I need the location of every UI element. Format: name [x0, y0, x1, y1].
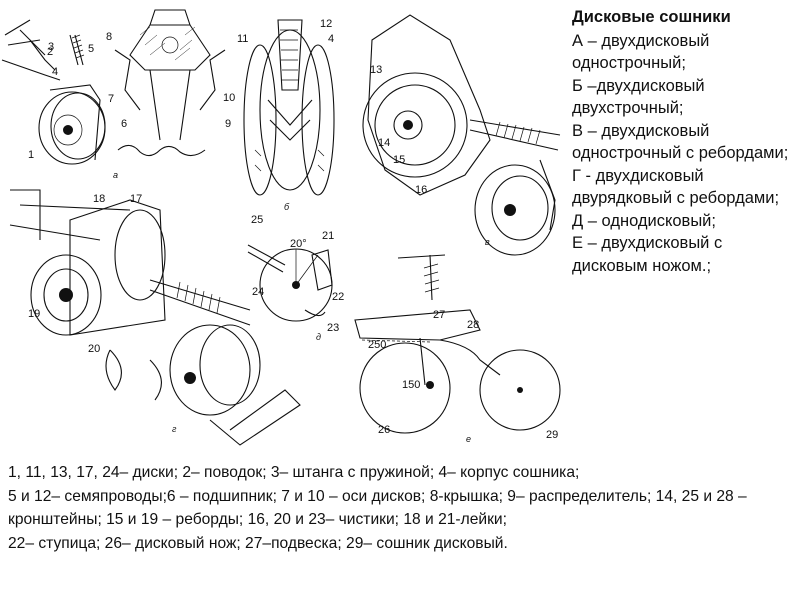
panel-letter-e: е	[466, 434, 471, 444]
disc-openers-figure: 2 3 5 4 1 а 8 7 6 11 12 4 10 9 б	[1, 9, 561, 446]
part-label-2: 2	[47, 46, 53, 58]
opener-types-legend: Дисковые сошники А – двухдисковый одност…	[572, 6, 794, 277]
part-label-27: 27	[433, 309, 445, 321]
panel-a-section	[114, 9, 226, 157]
dimension-150: 150	[402, 379, 420, 391]
part-label-4: 4	[52, 66, 58, 78]
drawings-svg: 2 3 5 4 1 а 8 7 6 11 12 4 10 9 б	[1, 9, 561, 446]
part-label-18: 18	[93, 193, 105, 205]
part-label-5: 5	[88, 43, 94, 55]
dimension-250: 250	[368, 339, 386, 351]
part-label-21: 21	[322, 230, 334, 242]
legend-item-g: Г - двухдисковый двурядковый с ребордами…	[572, 166, 780, 208]
part-label-19: 19	[28, 308, 40, 320]
panel-b-drawing	[243, 19, 335, 196]
dimension-angle: 20°	[290, 238, 307, 250]
legend-item-e: Е – двухдисковый с дисковым ножом.;	[572, 234, 723, 275]
part-label-6: 6	[121, 118, 127, 130]
legend-title: Дисковые сошники	[572, 8, 731, 26]
part-label-16: 16	[415, 184, 427, 196]
part-label-4b: 4	[328, 33, 334, 45]
part-label-15: 15	[393, 154, 405, 166]
part-label-14: 14	[378, 137, 390, 149]
panel-letter-d: д	[316, 332, 321, 342]
part-label-24: 24	[252, 286, 264, 298]
part-label-20: 20	[88, 343, 100, 355]
panel-g-drawing	[9, 189, 301, 446]
part-label-13: 13	[370, 64, 382, 76]
legend-item-b: Б –двухдисковый двухстрочный;	[572, 76, 705, 118]
part-label-1: 1	[28, 149, 34, 161]
part-label-17: 17	[130, 193, 142, 205]
legend-item-a: А – двухдисковый однострочный;	[572, 31, 710, 73]
caption-line-2: 5 и 12– семяпроводы;6 – подшипник; 7 и 1…	[8, 487, 747, 529]
panel-letter-v: в	[485, 237, 490, 247]
part-label-22: 22	[332, 291, 344, 303]
panel-letter-g: г	[172, 424, 177, 434]
panel-letter-b: б	[284, 202, 290, 212]
parts-caption: 1, 11, 13, 17, 24– диски; 2– поводок; 3–…	[8, 461, 794, 555]
panel-d-drawing	[247, 244, 333, 322]
caption-line-1: 1, 11, 13, 17, 24– диски; 2– поводок; 3–…	[8, 464, 580, 481]
panel-letter-a: а	[113, 170, 118, 180]
part-label-25: 25	[251, 214, 263, 226]
part-label-29: 29	[546, 429, 558, 441]
caption-line-3: 22– ступица; 26– дисковый нож; 27–подвес…	[8, 534, 508, 552]
part-label-11: 11	[237, 33, 248, 45]
part-label-7: 7	[108, 93, 114, 105]
part-label-9: 9	[225, 118, 231, 130]
part-label-10: 10	[223, 92, 235, 104]
panel-v-drawing	[362, 14, 561, 256]
part-label-8: 8	[106, 31, 112, 43]
part-label-12: 12	[320, 18, 332, 30]
part-label-28: 28	[467, 319, 479, 331]
panel-e-drawing	[354, 254, 561, 434]
panel-a-drawing	[1, 19, 106, 165]
legend-item-v: В – двухдисковый однострочный с ребордам…	[572, 121, 789, 163]
part-label-23: 23	[327, 322, 339, 334]
part-label-3: 3	[48, 41, 54, 53]
part-label-26: 26	[378, 424, 390, 436]
legend-item-d: Д – однодисковый;	[572, 211, 716, 230]
